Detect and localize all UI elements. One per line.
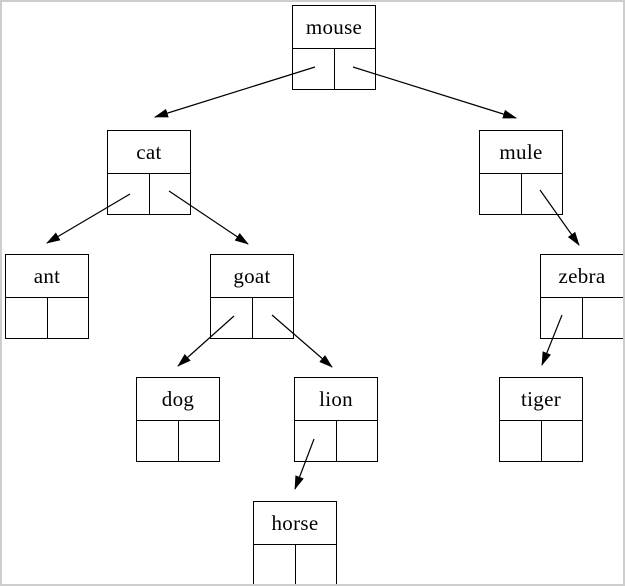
left-pointer-cell <box>6 298 48 338</box>
node-label: horse <box>254 502 336 545</box>
tree-node-lion: lion <box>294 377 378 462</box>
tree-node-horse: horse <box>253 501 337 584</box>
pointer-cells <box>108 174 190 214</box>
tree-node-zebra: zebra <box>540 254 623 339</box>
right-pointer-cell <box>48 298 89 338</box>
right-pointer-cell <box>583 298 624 338</box>
node-label: dog <box>137 378 219 421</box>
pointer-cells <box>211 298 293 338</box>
right-pointer-cell <box>253 298 294 338</box>
right-pointer-cell <box>179 421 220 461</box>
tree-node-dog: dog <box>136 377 220 462</box>
left-pointer-cell <box>108 174 150 214</box>
node-label: ant <box>6 255 88 298</box>
node-label: goat <box>211 255 293 298</box>
tree-node-tiger: tiger <box>499 377 583 462</box>
left-pointer-cell <box>211 298 253 338</box>
node-label: cat <box>108 131 190 174</box>
pointer-cells <box>295 421 377 461</box>
right-pointer-cell <box>542 421 583 461</box>
left-pointer-cell <box>137 421 179 461</box>
right-pointer-cell <box>337 421 378 461</box>
node-label: mouse <box>293 6 375 49</box>
pointer-cells <box>6 298 88 338</box>
node-label: mule <box>480 131 562 174</box>
left-pointer-cell <box>254 545 296 584</box>
pointer-cells <box>293 49 375 89</box>
tree-node-cat: cat <box>107 130 191 215</box>
left-pointer-cell <box>500 421 542 461</box>
tree-node-mule: mule <box>479 130 563 215</box>
node-label: tiger <box>500 378 582 421</box>
left-pointer-cell <box>541 298 583 338</box>
pointer-cells <box>541 298 623 338</box>
left-pointer-cell <box>480 174 522 214</box>
right-pointer-cell <box>335 49 376 89</box>
pointer-cells <box>137 421 219 461</box>
left-pointer-cell <box>293 49 335 89</box>
node-label: lion <box>295 378 377 421</box>
right-pointer-cell <box>150 174 191 214</box>
pointer-cells <box>500 421 582 461</box>
right-pointer-cell <box>522 174 563 214</box>
tree-node-mouse: mouse <box>292 5 376 90</box>
right-pointer-cell <box>296 545 337 584</box>
pointer-cells <box>480 174 562 214</box>
tree-node-goat: goat <box>210 254 294 339</box>
left-pointer-cell <box>295 421 337 461</box>
pointer-cells <box>254 545 337 584</box>
node-label: zebra <box>541 255 623 298</box>
tree-node-ant: ant <box>5 254 89 339</box>
